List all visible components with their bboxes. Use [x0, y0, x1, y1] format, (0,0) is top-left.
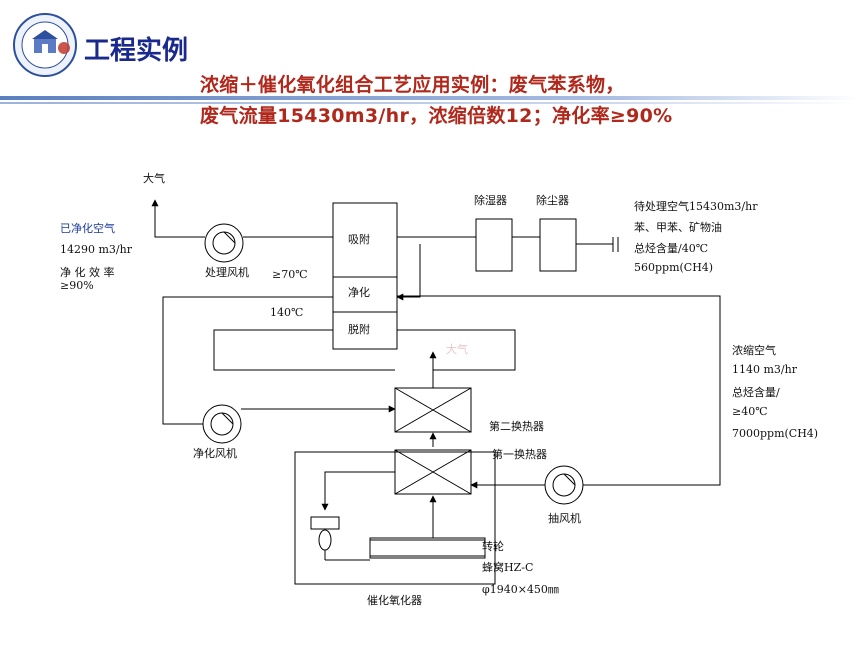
clean-air-efficiency-label: 净 化 效 率: [60, 266, 115, 279]
fan-icon: [204, 223, 244, 263]
hx1-to-oxidizer-line: [321, 471, 395, 511]
slide-title: 工程实例: [84, 36, 189, 66]
rotor-label: 转轮: [482, 540, 504, 553]
adsorb-label: 吸附: [348, 233, 370, 246]
concentrated-air-temp: ≥40℃: [732, 405, 768, 418]
catalyst-bed: [369, 537, 486, 559]
desorb-label: 脱附: [348, 323, 370, 336]
inlet-air-content: 总烃含量/40℃: [634, 242, 709, 255]
temp-70-label: ≥70℃: [272, 268, 308, 281]
inlet-air-flow: 待处理空气15430m3/hr: [634, 200, 758, 213]
temp-140-label: 140℃: [270, 306, 304, 319]
concentrated-air-content: 总烃含量/: [732, 386, 780, 399]
atmosphere-faint-label: 大气: [446, 343, 468, 356]
burner-box: [310, 516, 340, 530]
clean-air-efficiency-value: ≥90%: [60, 279, 94, 292]
subtitle-line-1: 浓缩＋催化氧化组合工艺应用实例：废气苯系物，: [200, 74, 625, 96]
exhaust-fan-icon: [544, 465, 584, 505]
catalytic-oxidizer-label: 催化氧化器: [367, 594, 422, 607]
header-divider: [0, 96, 860, 104]
clean-air-flow: 14290 m3/hr: [60, 243, 132, 256]
concentrated-air-flow: 1140 m3/hr: [732, 363, 797, 376]
rotor-size-label: φ1940×450㎜: [482, 583, 559, 596]
dehumidifier-label: 除湿器: [474, 194, 507, 207]
dust-remover-box: [539, 218, 577, 272]
burner-icon: [318, 529, 332, 551]
rotor-type-label: 蜂窝HZ-C: [482, 561, 534, 574]
dehumidifier-box: [475, 218, 513, 272]
purify-fan-label: 净化风机: [193, 447, 237, 460]
concentrated-air-title: 浓缩空气: [732, 344, 776, 357]
purify-fan-icon: [202, 404, 242, 444]
process-fan-label: 处理风机: [205, 266, 249, 279]
inlet-air-components: 苯、甲苯、矿物油: [634, 221, 722, 234]
desorb-loop-line: [213, 329, 395, 371]
subtitle-line-2: 废气流量15430m3/hr，浓缩倍数12；净化率≥90%: [200, 105, 673, 127]
desorb-to-atmosphere-line: [397, 329, 516, 371]
concentrated-air-line: [397, 295, 721, 486]
concentrated-air-ppm: 7000ppm(CH4): [732, 427, 819, 440]
clean-air-title: 已净化空气: [60, 222, 115, 235]
hx2-label: 第二换热器: [489, 420, 544, 433]
university-logo-icon: [13, 13, 77, 77]
clean-air-outlet-line: [151, 199, 205, 238]
atmosphere-label: 大气: [143, 172, 165, 185]
catalytic-oxidizer-box: [294, 451, 496, 585]
purify-label: 净化: [348, 286, 370, 299]
inlet-air-ppm: 560ppm(CH4): [634, 261, 714, 274]
hx1-label: 第一换热器: [492, 448, 547, 461]
adsorber-rotor-tower: [332, 202, 398, 350]
purify-branch-line: [396, 244, 421, 301]
dust-remover-label: 除尘器: [536, 194, 569, 207]
purify-fan-line: [162, 296, 333, 425]
exhaust-fan-label: 抽风机: [548, 512, 581, 525]
